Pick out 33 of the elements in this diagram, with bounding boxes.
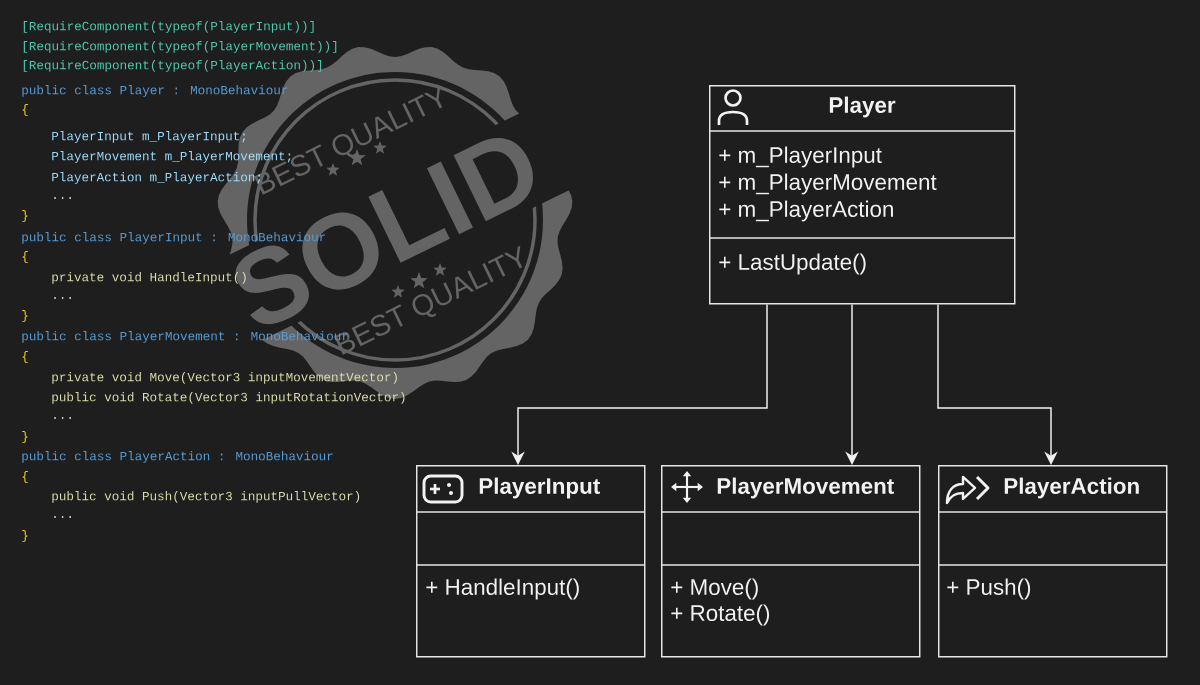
class-name: PlayerAction bbox=[1004, 477, 1139, 499]
code-line: private void Move(Vector3 inputMovementVector) bbox=[52, 372, 397, 384]
code-line: { bbox=[22, 251, 28, 263]
class-name: Player bbox=[829, 96, 896, 118]
code-line: } bbox=[22, 210, 28, 222]
method-text: + LastUpdate() bbox=[719, 253, 866, 275]
code-line: } bbox=[22, 530, 28, 542]
code-line: public class PlayerAction : MonoBehaviour bbox=[22, 451, 333, 463]
method-text: + Push() bbox=[947, 578, 1031, 600]
method-text: + Move() bbox=[671, 578, 758, 600]
arrow bbox=[937, 303, 1058, 465]
code-line: [RequireComponent(typeof(PlayerAction))] bbox=[23, 60, 322, 72]
class-name: PlayerInput bbox=[479, 477, 600, 499]
code-line: public void Rotate(Vector3 inputRotationVector) bbox=[52, 392, 405, 404]
code-line: ... bbox=[54, 297, 71, 299]
code-line: { bbox=[22, 104, 28, 116]
code-line: ... bbox=[54, 417, 71, 419]
method-text: + HandleInput() bbox=[426, 578, 579, 600]
method-text: + Rotate() bbox=[671, 604, 770, 626]
code-line: } bbox=[22, 310, 28, 322]
code-line: ... bbox=[54, 516, 71, 518]
attribute-text: + m_PlayerInput bbox=[719, 146, 882, 168]
code-line: [RequireComponent(typeof(PlayerMovement))] bbox=[23, 41, 337, 53]
attribute-text: + m_PlayerAction bbox=[719, 200, 893, 222]
code-line: public void Push(Vector3 inputPullVector) bbox=[52, 491, 360, 503]
code-line: [RequireComponent(typeof(PlayerInput))] bbox=[23, 21, 314, 33]
class-name: PlayerMovement bbox=[717, 477, 894, 499]
code-line: ... bbox=[54, 197, 71, 199]
attribute-text: + m_PlayerMovement bbox=[719, 173, 937, 195]
code-line: { bbox=[22, 471, 28, 483]
code-line: public class Player : MonoBehaviour bbox=[22, 85, 288, 97]
code-line: } bbox=[22, 431, 28, 443]
code-line: { bbox=[22, 351, 28, 363]
